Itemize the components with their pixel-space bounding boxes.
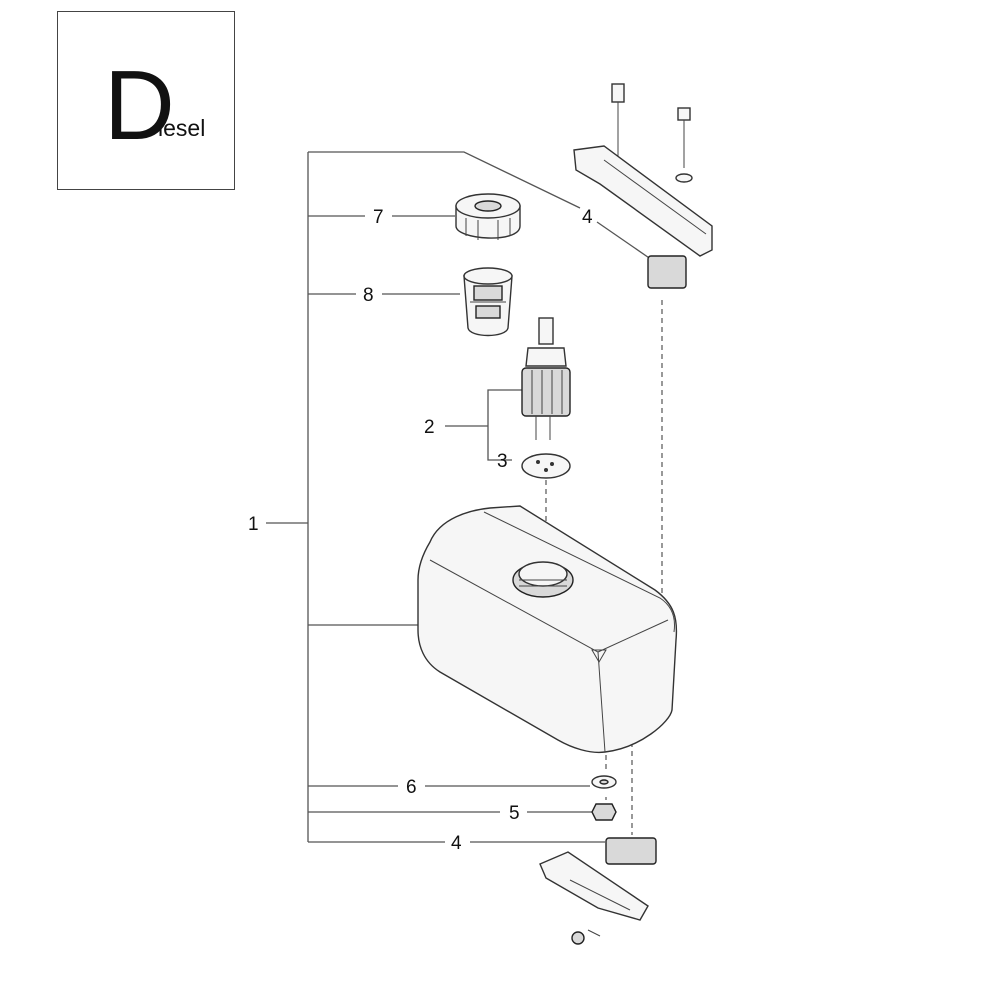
fuel-tank-part bbox=[417, 505, 678, 754]
callout-4-bottom: 4 bbox=[451, 833, 462, 854]
fuel-pickup-part bbox=[521, 317, 571, 440]
strainer-part bbox=[463, 267, 513, 337]
logo-letter: D bbox=[104, 50, 175, 160]
lower-bracket-part bbox=[539, 837, 657, 945]
callout-8: 8 bbox=[363, 285, 374, 306]
alignment-lines bbox=[545, 300, 663, 835]
callout-1: 1 bbox=[248, 514, 259, 535]
nut-part bbox=[591, 803, 617, 821]
callout-7: 7 bbox=[373, 207, 384, 228]
washer-part bbox=[591, 775, 617, 789]
upper-bracket-part bbox=[573, 83, 713, 289]
callout-6: 6 bbox=[406, 777, 417, 798]
leader-lines bbox=[266, 151, 656, 843]
fuel-type-logo: D iesel bbox=[57, 11, 235, 190]
callout-3: 3 bbox=[497, 451, 508, 472]
gasket-part bbox=[521, 453, 571, 479]
callout-4-top: 4 bbox=[582, 207, 593, 228]
logo-suffix: iesel bbox=[158, 115, 206, 141]
callout-5: 5 bbox=[509, 803, 520, 824]
filler-cap-part bbox=[455, 193, 521, 240]
callout-2: 2 bbox=[424, 417, 435, 438]
